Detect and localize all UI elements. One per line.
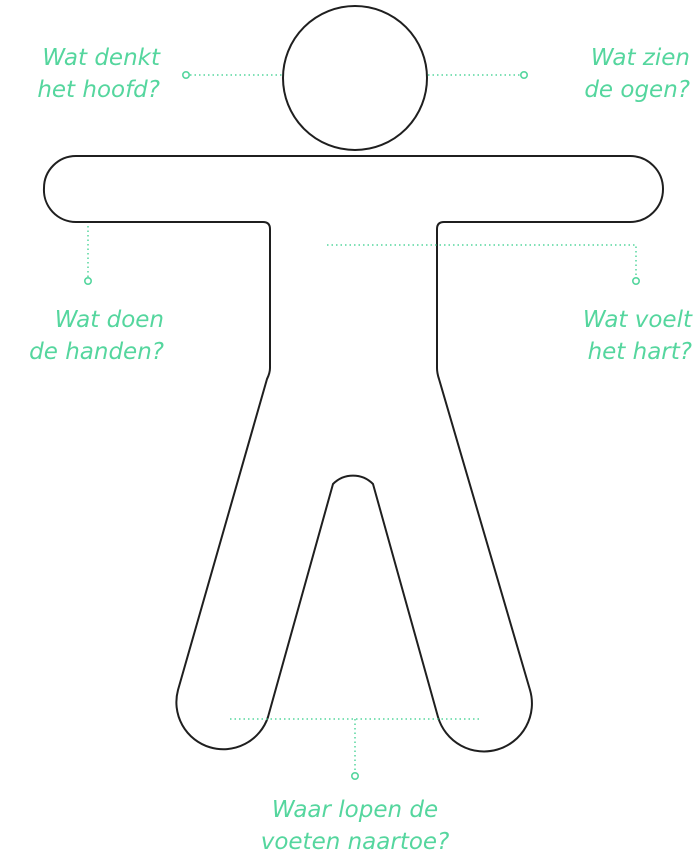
heart-question-line-1: Wat voelt xyxy=(540,304,692,336)
heart-connector-dot xyxy=(633,278,639,284)
eyes-question-line-1: Wat zien xyxy=(540,42,690,74)
head-question-line-1: Wat denkt xyxy=(10,42,160,74)
heart-question-line-2: het hart? xyxy=(540,336,692,368)
head-outline xyxy=(283,6,427,150)
feet-connector-dot xyxy=(352,773,358,779)
head-question-line-2: het hoofd? xyxy=(10,74,160,106)
feet-question-line-2: voeten naartoe? xyxy=(230,826,480,858)
feet-question-line-1: Waar lopen de xyxy=(230,794,480,826)
hands-connector-dot xyxy=(85,278,91,284)
hands-question: Wat doen de handen? xyxy=(6,304,164,368)
heart-connector xyxy=(327,245,636,277)
hands-question-line-2: de handen? xyxy=(6,336,164,368)
feet-question: Waar lopen de voeten naartoe? xyxy=(230,794,480,858)
eyes-connector-dot xyxy=(521,72,527,78)
head-connector-dot xyxy=(183,72,189,78)
eyes-question: Wat zien de ogen? xyxy=(540,42,690,106)
eyes-question-line-2: de ogen? xyxy=(540,74,690,106)
heart-question: Wat voelt het hart? xyxy=(540,304,692,368)
hands-question-line-1: Wat doen xyxy=(6,304,164,336)
head-question: Wat denkt het hoofd? xyxy=(10,42,160,106)
